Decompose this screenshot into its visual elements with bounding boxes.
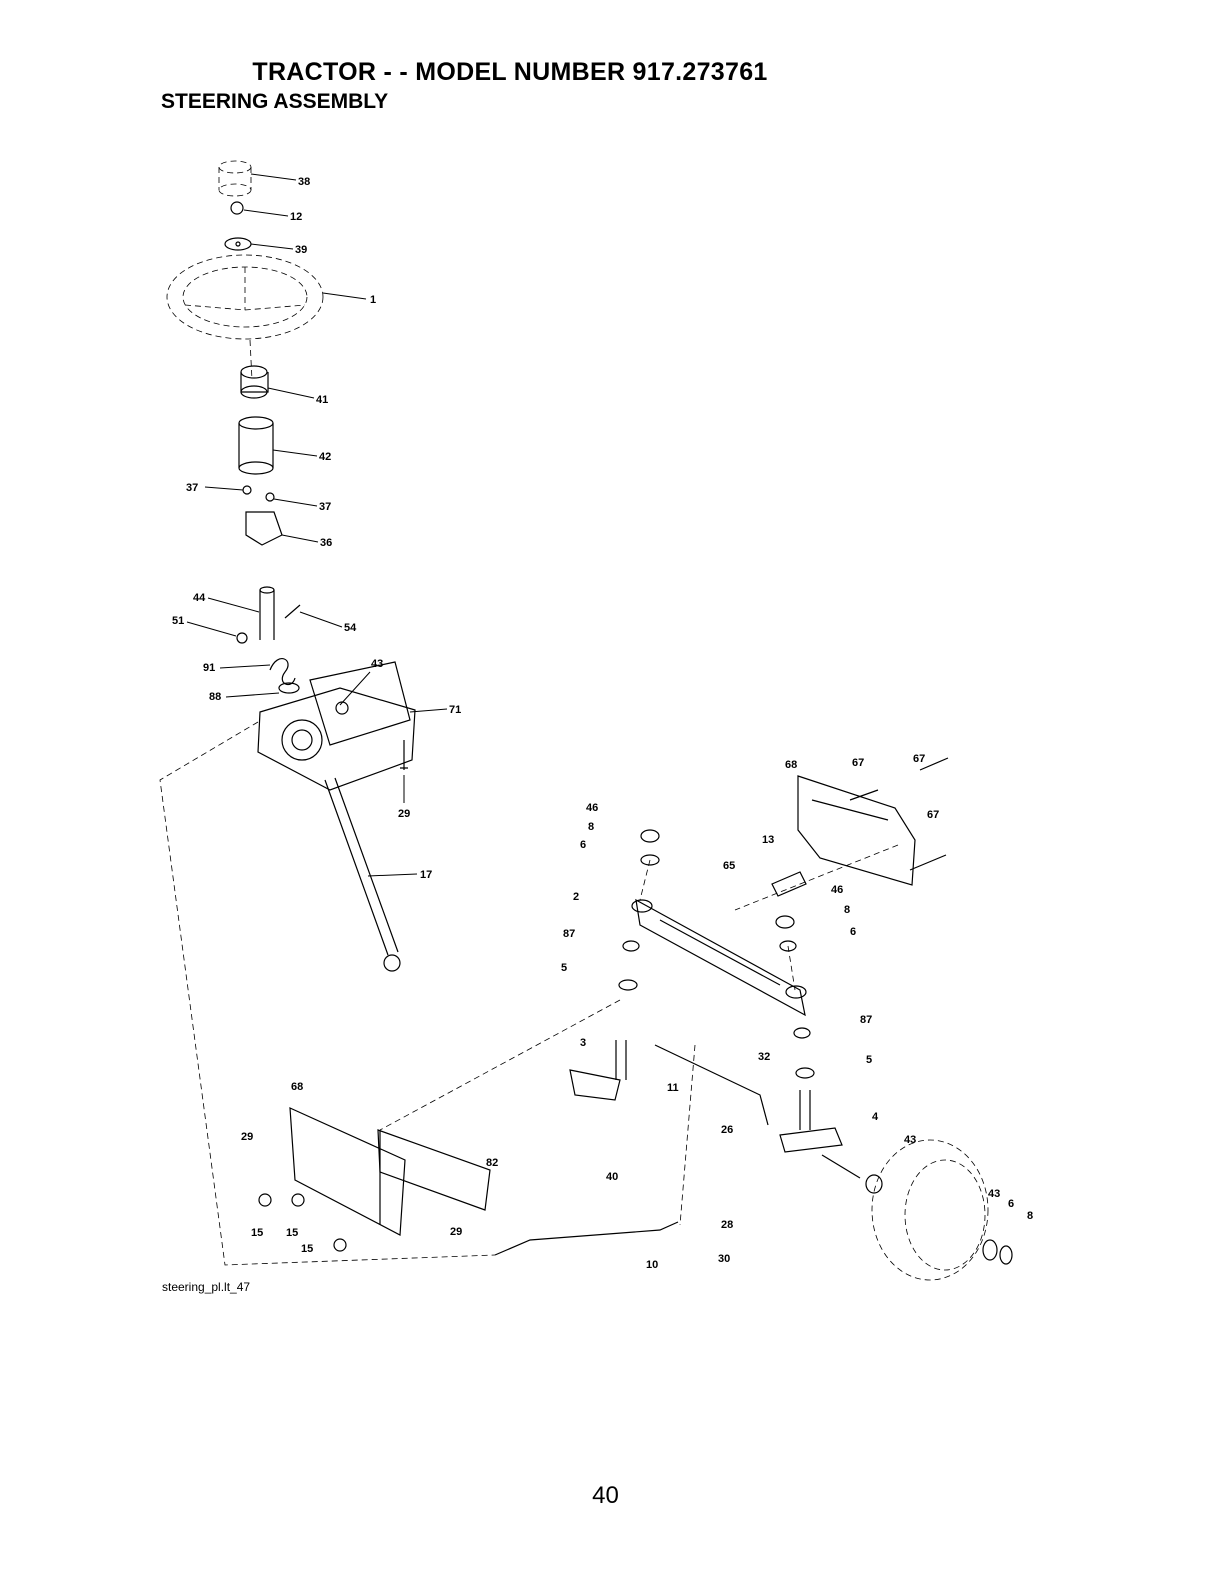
- callout: 37: [186, 482, 198, 494]
- callout: 8: [1027, 1210, 1033, 1222]
- callout: 43: [988, 1188, 1000, 1200]
- callout: 3: [580, 1037, 586, 1049]
- axle-bracket: [798, 776, 915, 885]
- leader-lines: [187, 174, 447, 876]
- callout: 13: [762, 834, 774, 846]
- callout: 54: [344, 622, 357, 634]
- callout: 5: [866, 1054, 872, 1066]
- callout: 67: [913, 753, 925, 765]
- callout: 15: [301, 1243, 313, 1255]
- callout: 8: [844, 904, 850, 916]
- figure-id: steering_pl.lt_47: [162, 1280, 250, 1294]
- drag-rod: [495, 1222, 678, 1255]
- callout: 29: [450, 1226, 462, 1238]
- callout: 68: [785, 759, 797, 771]
- callout: 39: [295, 244, 307, 256]
- callout: 88: [209, 691, 221, 703]
- callout: 43: [371, 658, 383, 670]
- callout: 46: [831, 884, 843, 896]
- callout: 38: [298, 176, 310, 188]
- shaft-bolt: [285, 605, 300, 618]
- callout: 26: [721, 1124, 733, 1136]
- spindle-right: [780, 1090, 860, 1178]
- callout: 8: [588, 821, 594, 833]
- steering-bushing: [239, 417, 273, 474]
- steering-gear: [258, 662, 415, 790]
- callout: 42: [319, 451, 331, 463]
- shaft-nut: [237, 633, 247, 643]
- callout: 37: [319, 501, 331, 513]
- callout: 36: [320, 537, 332, 549]
- steering-wheel: [167, 255, 323, 339]
- callout: 28: [721, 1219, 733, 1231]
- callout: 29: [398, 808, 410, 820]
- callout: 17: [420, 869, 432, 881]
- steering-adapter: [241, 366, 268, 398]
- callout: 6: [850, 926, 856, 938]
- assembly-line: [680, 1045, 695, 1225]
- assembly-line: [380, 1000, 620, 1130]
- callout: 68: [291, 1081, 303, 1093]
- spindle-left: [570, 1040, 626, 1100]
- callout: 32: [758, 1051, 770, 1063]
- steering-shaft: [260, 587, 274, 640]
- steering-washer: [225, 238, 251, 250]
- axle-washers: [619, 830, 814, 1078]
- assembly-line: [160, 722, 495, 1265]
- callout: 46: [586, 802, 598, 814]
- assembly-line: [640, 860, 795, 990]
- page-number: 40: [0, 1482, 1211, 1510]
- callout: 5: [561, 962, 567, 974]
- callout: 29: [241, 1131, 253, 1143]
- callout: 1: [370, 294, 376, 306]
- assembly-line: [735, 845, 898, 910]
- gear-bolt: [400, 740, 408, 770]
- callout: 6: [580, 839, 586, 851]
- drag-link: [325, 778, 400, 971]
- column-bracket: [243, 486, 282, 545]
- spring-clip: [270, 659, 295, 685]
- callout: 87: [563, 928, 575, 940]
- steering-nut: [231, 202, 243, 214]
- callout: 4: [872, 1111, 879, 1123]
- callout: 51: [172, 615, 184, 627]
- callout: 10: [646, 1259, 658, 1271]
- callout: 15: [286, 1227, 298, 1239]
- callout: 67: [927, 809, 939, 821]
- callout: 15: [251, 1227, 263, 1239]
- callout: 87: [860, 1014, 872, 1026]
- callout: 2: [573, 891, 579, 903]
- callout: 40: [606, 1171, 618, 1183]
- steering-bracket: [290, 1108, 490, 1235]
- callout: 30: [718, 1253, 730, 1265]
- callout: 41: [316, 394, 328, 406]
- callout: 91: [203, 662, 215, 674]
- front-wheel: [866, 1140, 1012, 1280]
- callout: 71: [449, 704, 461, 716]
- steering-cap: [219, 161, 251, 196]
- callout: 11: [667, 1082, 679, 1094]
- callout: 6: [1008, 1198, 1014, 1210]
- callout: 67: [852, 757, 864, 769]
- callout: 43: [904, 1134, 916, 1146]
- callout: 44: [193, 592, 206, 604]
- callout: 12: [290, 211, 302, 223]
- callout: 82: [486, 1157, 498, 1169]
- callouts: 38 12 39 1 41 42 37 37 36 44 51 54 91 88…: [172, 176, 1033, 1271]
- callout: 65: [723, 860, 735, 872]
